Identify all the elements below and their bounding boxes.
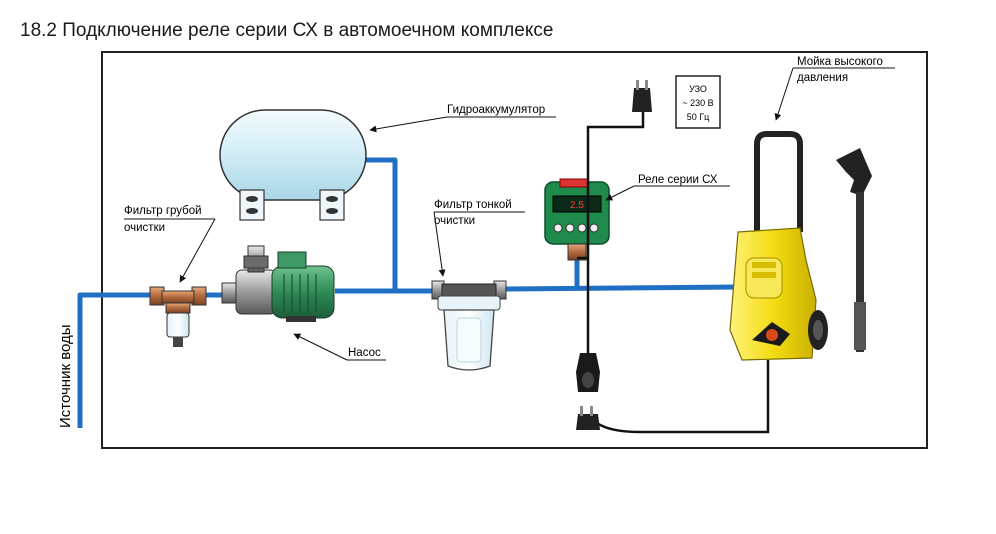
source-pipe (77, 292, 155, 428)
label-accumulator: Гидроаккумулятор (447, 104, 545, 116)
accumulator-leader (369, 116, 448, 133)
label-washer-1: Мойка высокого (797, 56, 883, 68)
svg-text:2.5: 2.5 (570, 200, 584, 211)
uzo-box: УЗО ~ 230 В 50 Гц (675, 75, 721, 129)
label-underlines (124, 67, 895, 361)
label-coarse-filter-1: Фильтр грубой (124, 205, 202, 217)
uzo-line3: 50 Гц (687, 112, 710, 122)
pump (221, 245, 335, 322)
power-cables (577, 112, 770, 434)
label-water-source: Источник воды (57, 324, 74, 428)
coarse-filter (149, 286, 207, 347)
leader-lines (179, 67, 794, 361)
fine-filter-leader (433, 211, 446, 277)
label-fine-filter-1: Фильтр тонкой (434, 199, 512, 211)
uzo-line2: ~ 230 В (682, 98, 713, 108)
coarse-filter-leader (179, 218, 216, 283)
filter-to-washer-pipe (504, 284, 741, 292)
relay-cx: 2.5 (544, 178, 610, 261)
label-pump: Насос (348, 347, 381, 359)
power-plug-icon (632, 80, 652, 112)
pressure-washer (729, 131, 828, 361)
enclosure-frame (101, 51, 928, 449)
pump-leader (293, 333, 348, 361)
spray-gun-icon (836, 148, 872, 352)
relay-leader (605, 185, 635, 201)
fine-filter (431, 280, 507, 371)
label-washer-2: давления (797, 72, 848, 84)
socket-icon (576, 353, 600, 392)
label-fine-filter-2: очистки (434, 215, 475, 227)
page-title: 18.2 Подключение реле серии СХ в автомое… (20, 20, 554, 41)
label-relay: Реле серии СХ (638, 174, 718, 186)
washer-leader (774, 67, 794, 121)
uzo-line1: УЗО (689, 84, 707, 94)
washer-plug-icon (576, 406, 600, 430)
hydroaccumulator (219, 109, 367, 221)
label-coarse-filter-2: очистки (124, 222, 165, 234)
